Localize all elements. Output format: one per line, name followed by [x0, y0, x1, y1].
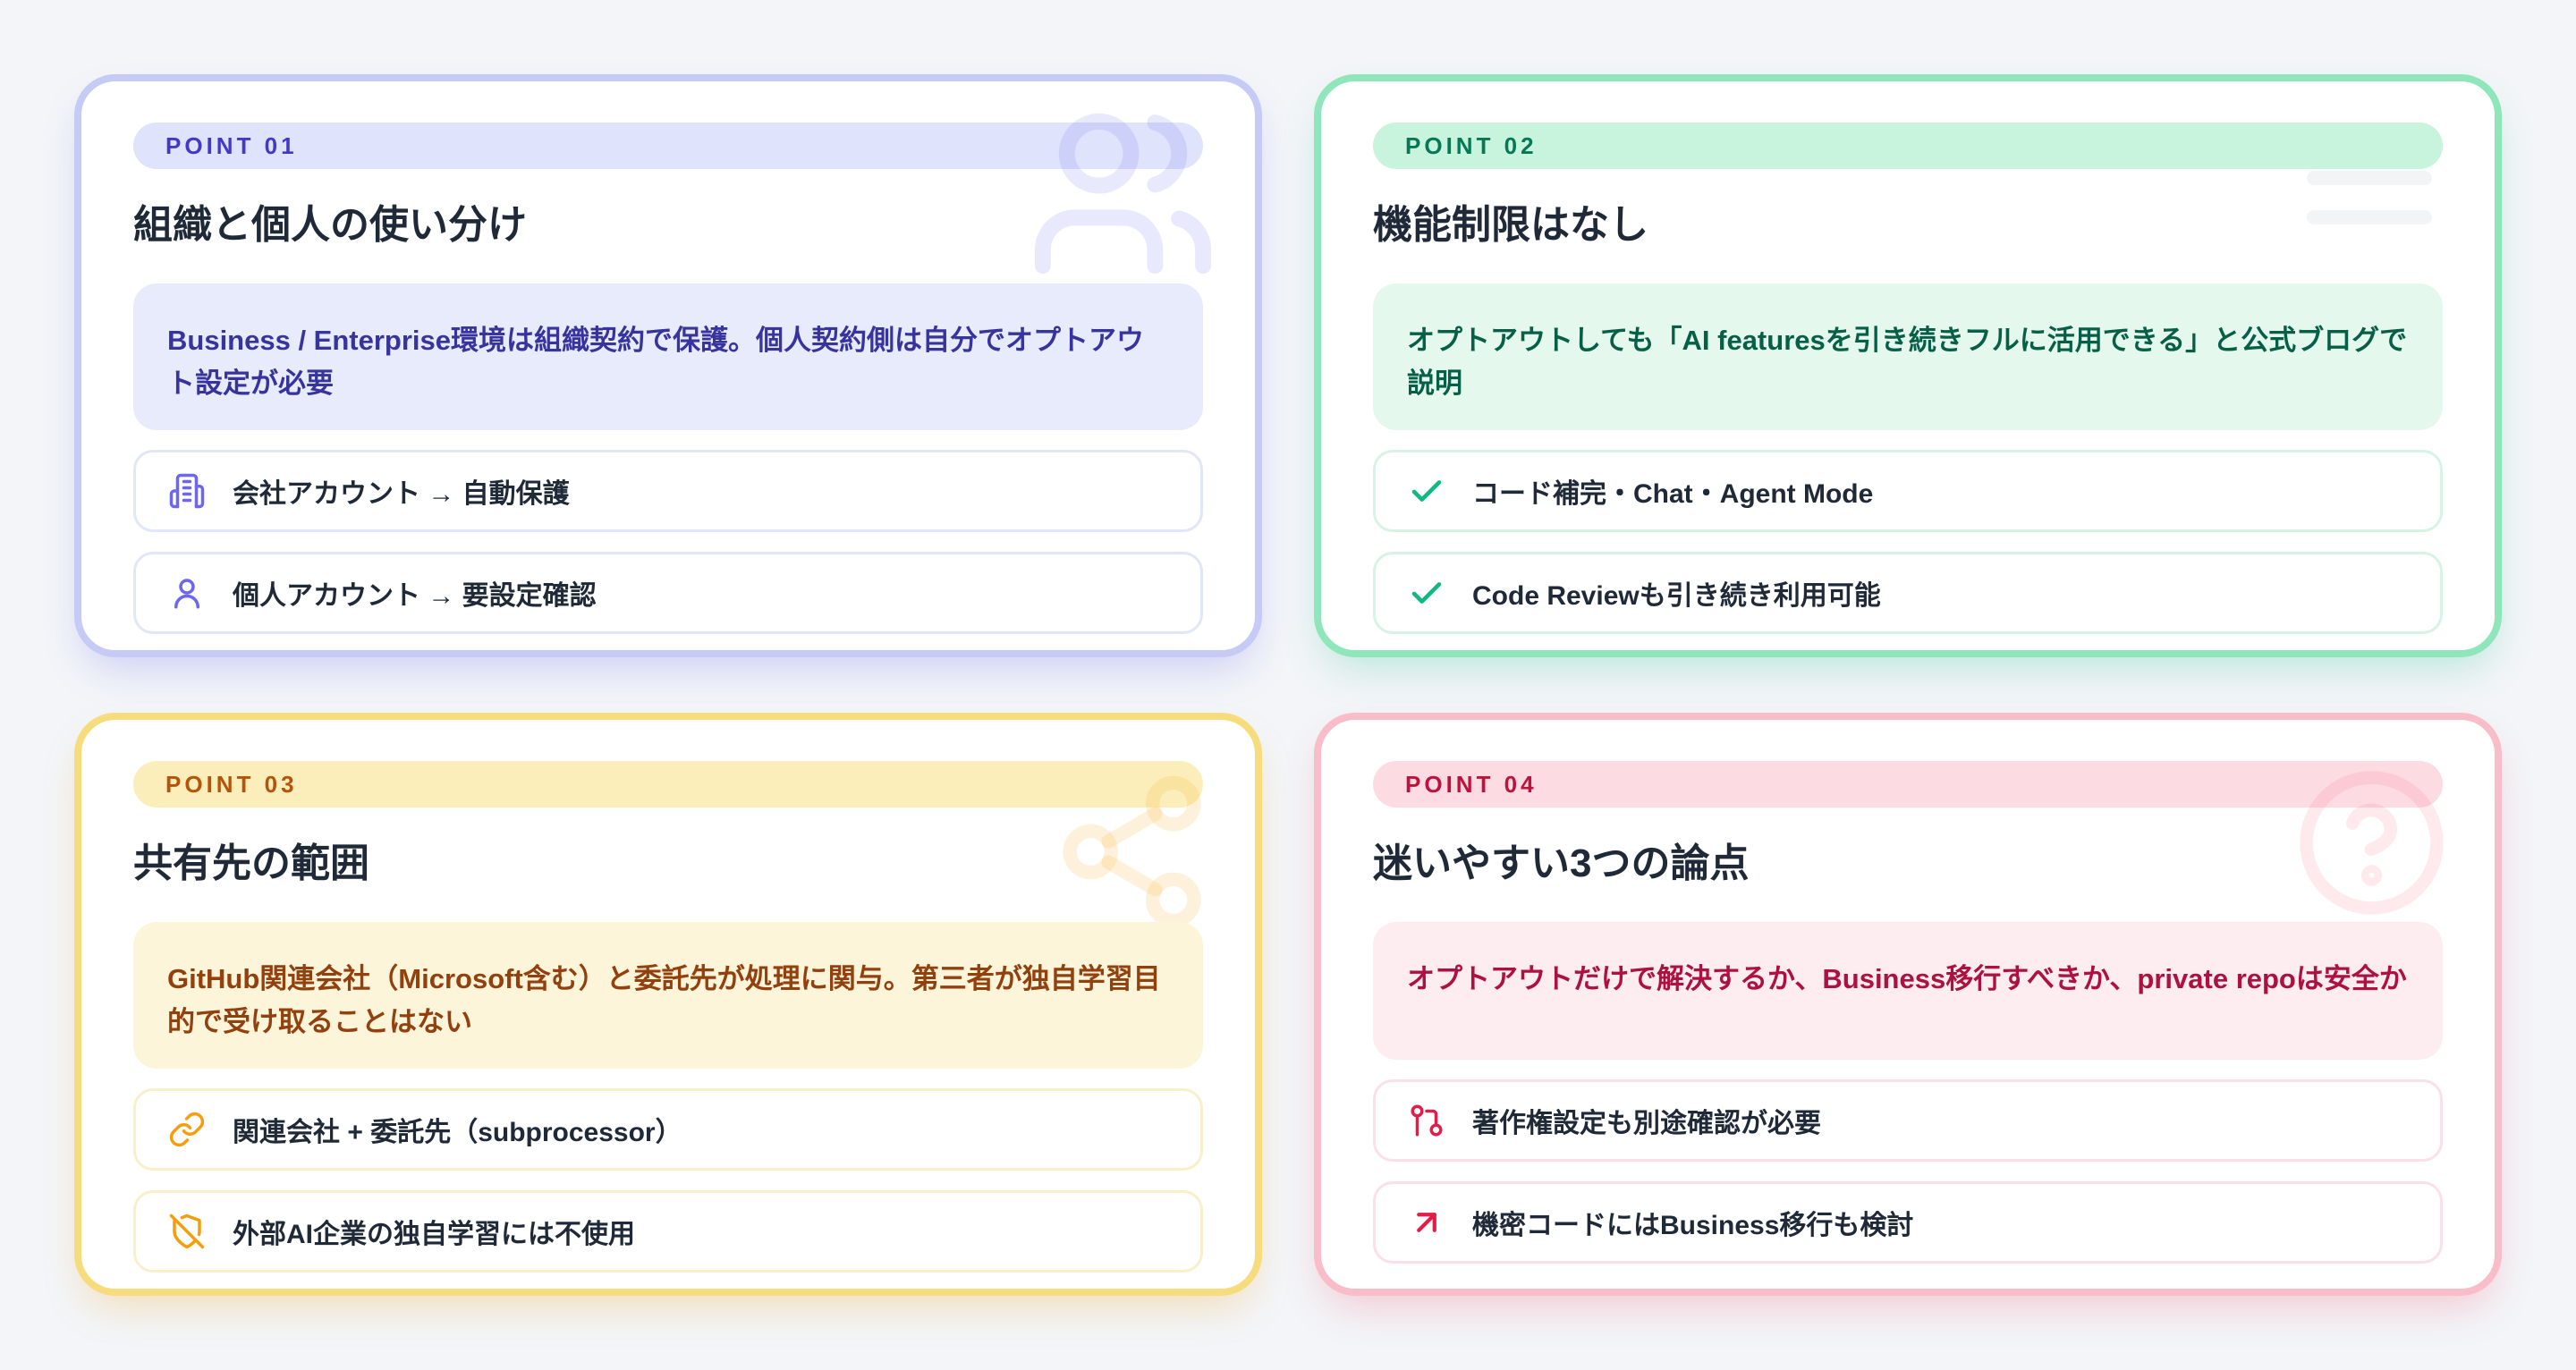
list-item: 関連会社 + 委託先（subprocessor） [133, 1087, 1203, 1171]
list-item-label: 外部AI企業の独自学習には不使用 [233, 1219, 635, 1249]
git-branch-icon [1411, 1104, 1443, 1137]
highlight-box: オプトアウトしても「AI featuresを引き続きフルに活用できる」と公式ブロ… [1373, 283, 2443, 430]
point-badge: POINT 02 [1373, 123, 2443, 169]
list-item: 会社アカウント → 自動保護 [133, 449, 1203, 532]
list-item-label: 機密コードにはBusiness移行も検討 [1472, 1210, 1914, 1240]
arrow-up-right-icon [1417, 1212, 1436, 1232]
badge-label: POINT 03 [165, 770, 298, 798]
card-title: 共有先の範囲 [133, 841, 369, 885]
highlight-text: Business / Enterprise環境は組織契約で保護。個人契約側は自分… [167, 324, 1145, 399]
point-badge: POINT 04 [1373, 761, 2443, 808]
highlight-text: オプトアウトだけで解決するか、Business移行すべきか、private re… [1407, 962, 2407, 994]
point-badge: POINT 03 [133, 761, 1203, 808]
list-item: コード補完・Chat・Agent Mode [1373, 449, 2443, 532]
check-icon [1411, 479, 1442, 502]
highlight-box: GitHub関連会社（Microsoft含む）と委託先が処理に関与。第三者が独自… [133, 921, 1203, 1069]
list-item: 個人アカウント → 要設定確認 [133, 551, 1203, 634]
list-item-label: Code Reviewも引き続き利用可能 [1472, 580, 1881, 611]
highlight-text: GitHub関連会社（Microsoft含む）と委託先が処理に関与。第三者が独自… [167, 962, 1161, 1037]
highlight-box: オプトアウトだけで解決するか、Business移行すべきか、private re… [1373, 921, 2443, 1060]
point-badge: POINT 01 [133, 123, 1203, 169]
highlight-text: オプトアウトしても「AI featuresを引き続きフルに活用できる」と公式ブロ… [1407, 324, 2408, 399]
list-item-label: 個人アカウント → 要設定確認 [233, 580, 597, 611]
list-item-label: 会社アカウント → 自動保護 [233, 478, 570, 509]
check-icon [1411, 581, 1442, 604]
badge-label: POINT 01 [165, 131, 298, 159]
list-item: Code Reviewも引き続き利用可能 [1373, 551, 2443, 634]
card-title: 機能制限はなし [1373, 203, 1648, 247]
list-item-label: コード補完・Chat・Agent Mode [1472, 478, 1874, 509]
card-point-04: POINT 04 迷いやすい3つの論点 オプトアウトだけで解決するか、Busin… [1314, 713, 2502, 1296]
badge-label: POINT 02 [1405, 131, 1538, 159]
list-item: 機密コードにはBusiness移行も検討 [1373, 1180, 2443, 1264]
card-title: 組織と個人の使い分け [133, 203, 527, 247]
list-item: 著作権設定も別途確認が必要 [1373, 1078, 2443, 1162]
badge-label: POINT 04 [1405, 770, 1538, 798]
link-icon [169, 1112, 205, 1146]
card-point-02: POINT 02 機能制限はなし オプトアウトしても「AI featuresを引… [1314, 74, 2502, 657]
list-item: 外部AI企業の独自学習には不使用 [133, 1189, 1203, 1273]
list-item-label: 著作権設定も別途確認が必要 [1472, 1108, 1821, 1138]
highlight-box: Business / Enterprise環境は組織契約で保護。個人契約側は自分… [133, 283, 1203, 430]
list-item-label: 関連会社 + 委託先（subprocessor） [233, 1117, 682, 1147]
card-point-01: POINT 01 組織と個人の使い分け Business / Enterpris… [74, 74, 1262, 657]
building-icon [169, 473, 205, 509]
user-icon [174, 579, 199, 609]
card-point-03: POINT 03 共有先の範囲 GitHub関連会社（Microsoft含む）と… [74, 713, 1262, 1296]
shield-off-icon [169, 1214, 205, 1249]
card-title: 迷いやすい3つの論点 [1373, 841, 1750, 885]
